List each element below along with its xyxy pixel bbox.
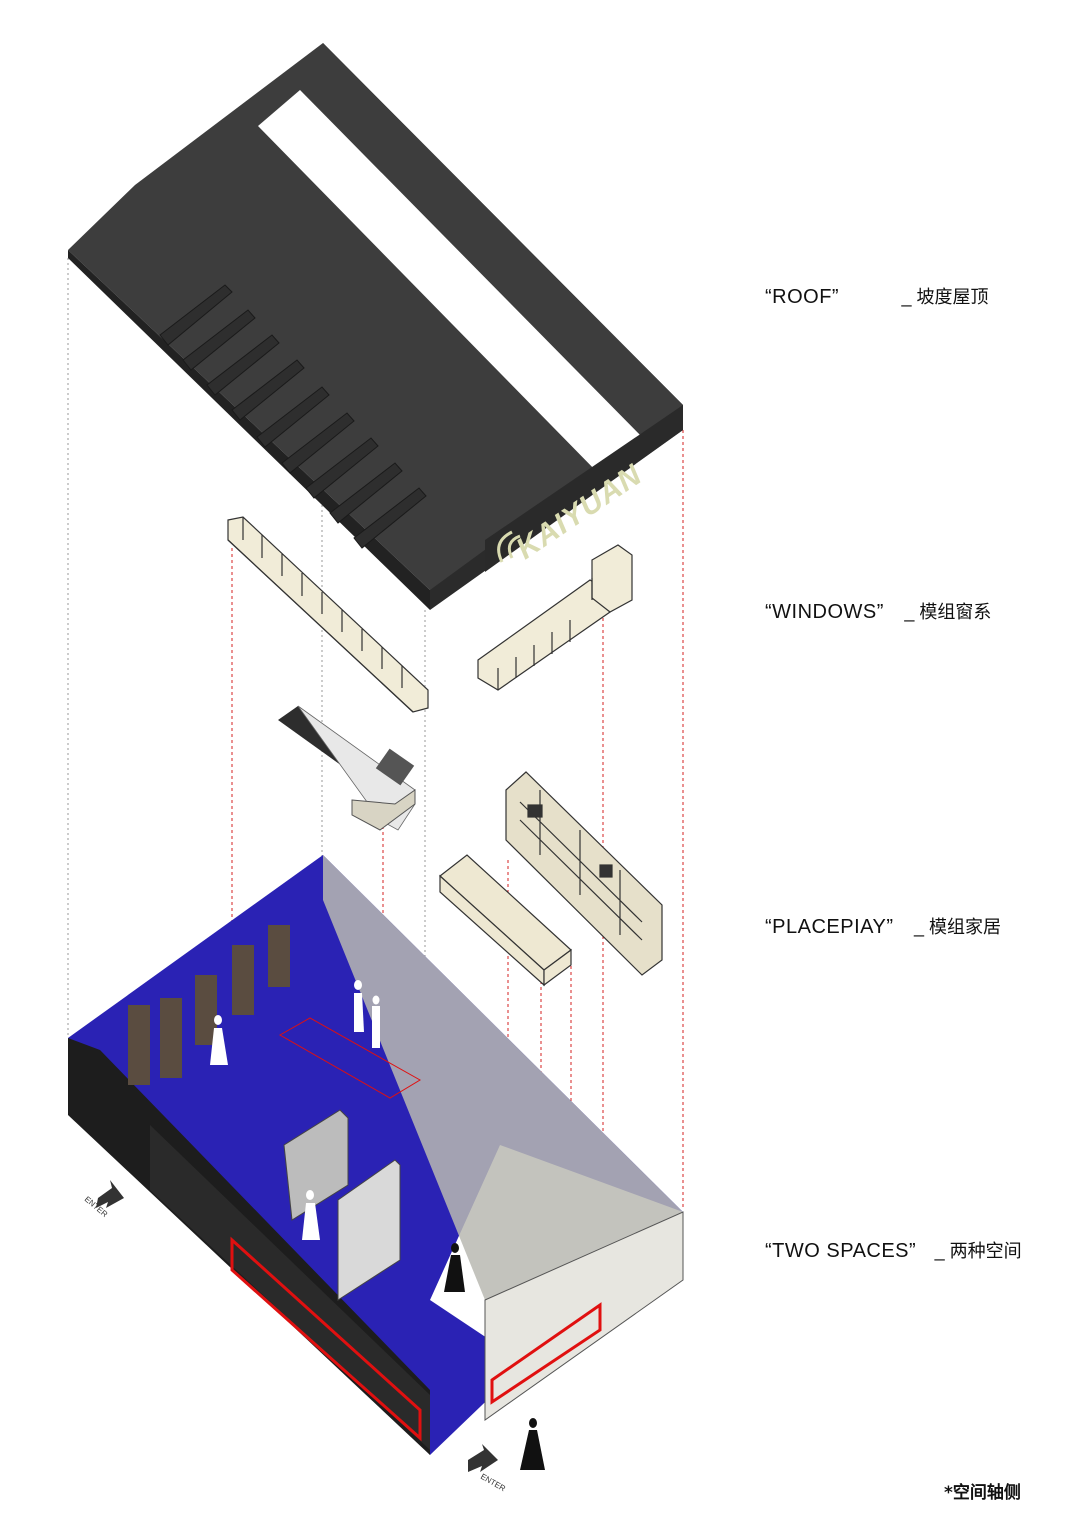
partition-panel: [283, 1109, 349, 1221]
roof-sign-band: [485, 405, 683, 572]
desk-outline: [278, 1017, 421, 1099]
window-module-left: [227, 516, 429, 713]
label-placepiay-name: “PLACEPIAY”: [765, 916, 894, 938]
front-wall-long: [150, 1125, 430, 1450]
display-window-left: [230, 1236, 422, 1442]
enter-arrow-right: ENTER: [468, 1444, 507, 1493]
two-spaces-layer: [68, 855, 684, 1455]
svg-text:ENTER: ENTER: [479, 1472, 507, 1493]
roof-layer: KAIYUAN: [68, 43, 683, 610]
windows-layer: [227, 516, 633, 713]
label-windows-name: “WINDOWS”: [765, 601, 884, 623]
glass-partition: [337, 1159, 401, 1301]
label-windows: “WINDOWS” _ 模组窗系: [765, 598, 991, 624]
shelf-unit-right: [505, 771, 663, 976]
enter-arrow-left: ENTER: [83, 1180, 124, 1219]
label-windows-zh: _ 模组窗系: [904, 602, 992, 622]
label-roof: “ROOF” _ 坡度屋顶: [765, 283, 989, 309]
human-figures: [210, 980, 380, 1240]
shelf-unit-left: [439, 854, 572, 987]
back-wall-gray: [323, 855, 683, 1340]
counter-island: [278, 705, 416, 831]
label-roof-zh: _ 坡度屋顶: [901, 287, 989, 307]
label-placepiay-zh: _ 模组家居: [913, 917, 1001, 937]
window-module-right: [477, 544, 633, 691]
label-two-spaces-zh: _ 两种空间: [934, 1241, 1022, 1261]
dark-figures: [444, 1243, 545, 1470]
roof-fins: [159, 284, 427, 549]
furniture-layer: [278, 705, 663, 987]
figure-caption: *空间轴侧: [944, 1483, 1021, 1503]
wall-panels: [128, 925, 290, 1085]
label-two-spaces: “TWO SPACES” _ 两种空间: [765, 1237, 1022, 1263]
label-two-spaces-name: “TWO SPACES”: [765, 1240, 917, 1262]
label-roof-name: “ROOF”: [765, 286, 840, 308]
roof-main-surface: [68, 43, 683, 590]
label-placepiay: “PLACEPIAY” _ 模组家居: [765, 913, 1001, 939]
roof-opening: [258, 90, 645, 475]
kaiyuan-logo-icon: [497, 530, 521, 563]
display-window-right: [490, 1302, 602, 1405]
